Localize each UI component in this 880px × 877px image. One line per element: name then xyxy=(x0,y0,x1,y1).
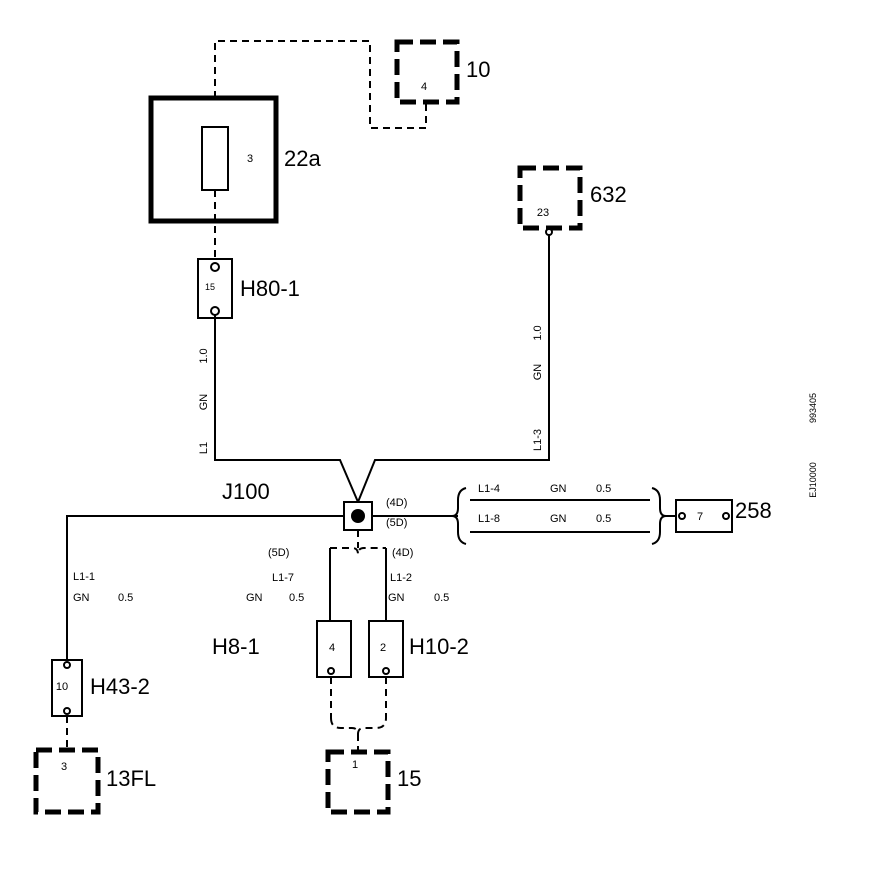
component-13fl-pin: 3 xyxy=(61,761,67,773)
connector-h43-2-pin: 10 xyxy=(56,681,68,693)
component-13fl-label: 13FL xyxy=(106,766,156,791)
component-22a: 3 22a xyxy=(148,95,321,224)
wire-l1-2-color: GN xyxy=(388,592,405,604)
wire-left-color: GN xyxy=(198,394,210,411)
wire-l1-2: (4D) L1-2 GN 0.5 xyxy=(388,547,449,604)
connector-h10-2-label: H10-2 xyxy=(409,634,469,659)
component-13fl: 3 13FL xyxy=(33,747,156,815)
connector-h10-2-pin: 2 xyxy=(380,642,386,654)
connector-258-label: 258 xyxy=(735,498,772,523)
wire-l1-7-id: L1-7 xyxy=(272,572,294,584)
connector-h8-1: 4 H8-1 xyxy=(212,620,352,678)
wire-left-size: 1.0 xyxy=(198,348,210,363)
connector-h80-1: 15 H80-1 xyxy=(197,258,300,319)
component-22a-label: 22a xyxy=(284,146,321,171)
wire-l1-8-color: GN xyxy=(550,513,567,525)
splice-j100-label: J100 xyxy=(222,479,270,504)
wire-left-vertical: 1.0 GN L1 xyxy=(198,315,359,503)
connector-258: 7 258 xyxy=(675,498,772,533)
wire-l1-1-size: 0.5 xyxy=(118,592,133,604)
wire-l1-2-tag: (4D) xyxy=(392,547,413,559)
wire-right-vertical: 1.0 GN L1-3 xyxy=(357,228,553,503)
wire-to-258: L1-4 GN 0.5 L1-8 GN 0.5 xyxy=(372,483,676,545)
splice-j100: J100 (4D) (5D) xyxy=(222,479,407,531)
component-15-pin: 1 xyxy=(352,759,358,771)
wire-right-color: GN xyxy=(532,364,544,381)
component-10-label: 10 xyxy=(466,57,490,82)
left-brace xyxy=(451,487,467,545)
connector-h10-2: 2 H10-2 xyxy=(368,620,469,678)
connector-h43-2: 10 H43-2 xyxy=(51,659,150,717)
connector-258-pin: 7 xyxy=(697,511,703,523)
wire-right-id: L1-3 xyxy=(532,429,544,451)
wire-l1-2-id: L1-2 xyxy=(390,572,412,584)
side-code-1: 993405 xyxy=(808,393,818,423)
component-15: 1 15 xyxy=(325,749,421,815)
component-632-label: 632 xyxy=(590,182,627,207)
splice-j100-tag-4d: (4D) xyxy=(386,497,407,509)
right-brace xyxy=(651,487,667,545)
wire-right-size: 1.0 xyxy=(532,325,544,340)
connector-h80-1-pin: 15 xyxy=(205,282,215,292)
wire-l1-8-size: 0.5 xyxy=(596,513,611,525)
wire-l1-4-color: GN xyxy=(550,483,567,495)
wire-l1-8-id: L1-8 xyxy=(478,513,500,525)
component-10: 4 10 xyxy=(394,39,490,105)
wire-l1-4-id: L1-4 xyxy=(478,483,500,495)
wire-22a-to-10 xyxy=(214,40,427,129)
component-22a-pin: 3 xyxy=(247,153,253,165)
wire-l1-1-id: L1-1 xyxy=(73,571,95,583)
wire-l1-7-size: 0.5 xyxy=(289,592,304,604)
fuse-symbol xyxy=(201,126,229,191)
component-632: 23 632 xyxy=(517,165,627,231)
connector-h43-2-label: H43-2 xyxy=(90,674,150,699)
wire-l1-7-tag: (5D) xyxy=(268,547,289,559)
component-632-pin: 23 xyxy=(537,207,549,219)
wire-l1-7: (5D) L1-7 GN 0.5 xyxy=(246,547,304,604)
connector-h8-1-pin: 4 xyxy=(329,642,335,654)
splice-lower-bracket xyxy=(329,530,387,620)
wire-l1-2-size: 0.5 xyxy=(434,592,449,604)
wire-left-id: L1 xyxy=(198,442,210,454)
wire-l1-7-color: GN xyxy=(246,592,263,604)
component-10-pin: 4 xyxy=(421,81,427,93)
wire-l1-1: L1-1 GN 0.5 xyxy=(66,515,344,660)
lower-dashed-bracket xyxy=(330,677,387,752)
side-code-2: EJ10000 xyxy=(808,462,818,498)
connector-h80-1-label: H80-1 xyxy=(240,276,300,301)
wire-l1-4-size: 0.5 xyxy=(596,483,611,495)
wire-l1-1-color: GN xyxy=(73,592,90,604)
component-15-label: 15 xyxy=(397,766,421,791)
splice-j100-tag-5d: (5D) xyxy=(386,517,407,529)
connector-h8-1-label: H8-1 xyxy=(212,634,260,659)
